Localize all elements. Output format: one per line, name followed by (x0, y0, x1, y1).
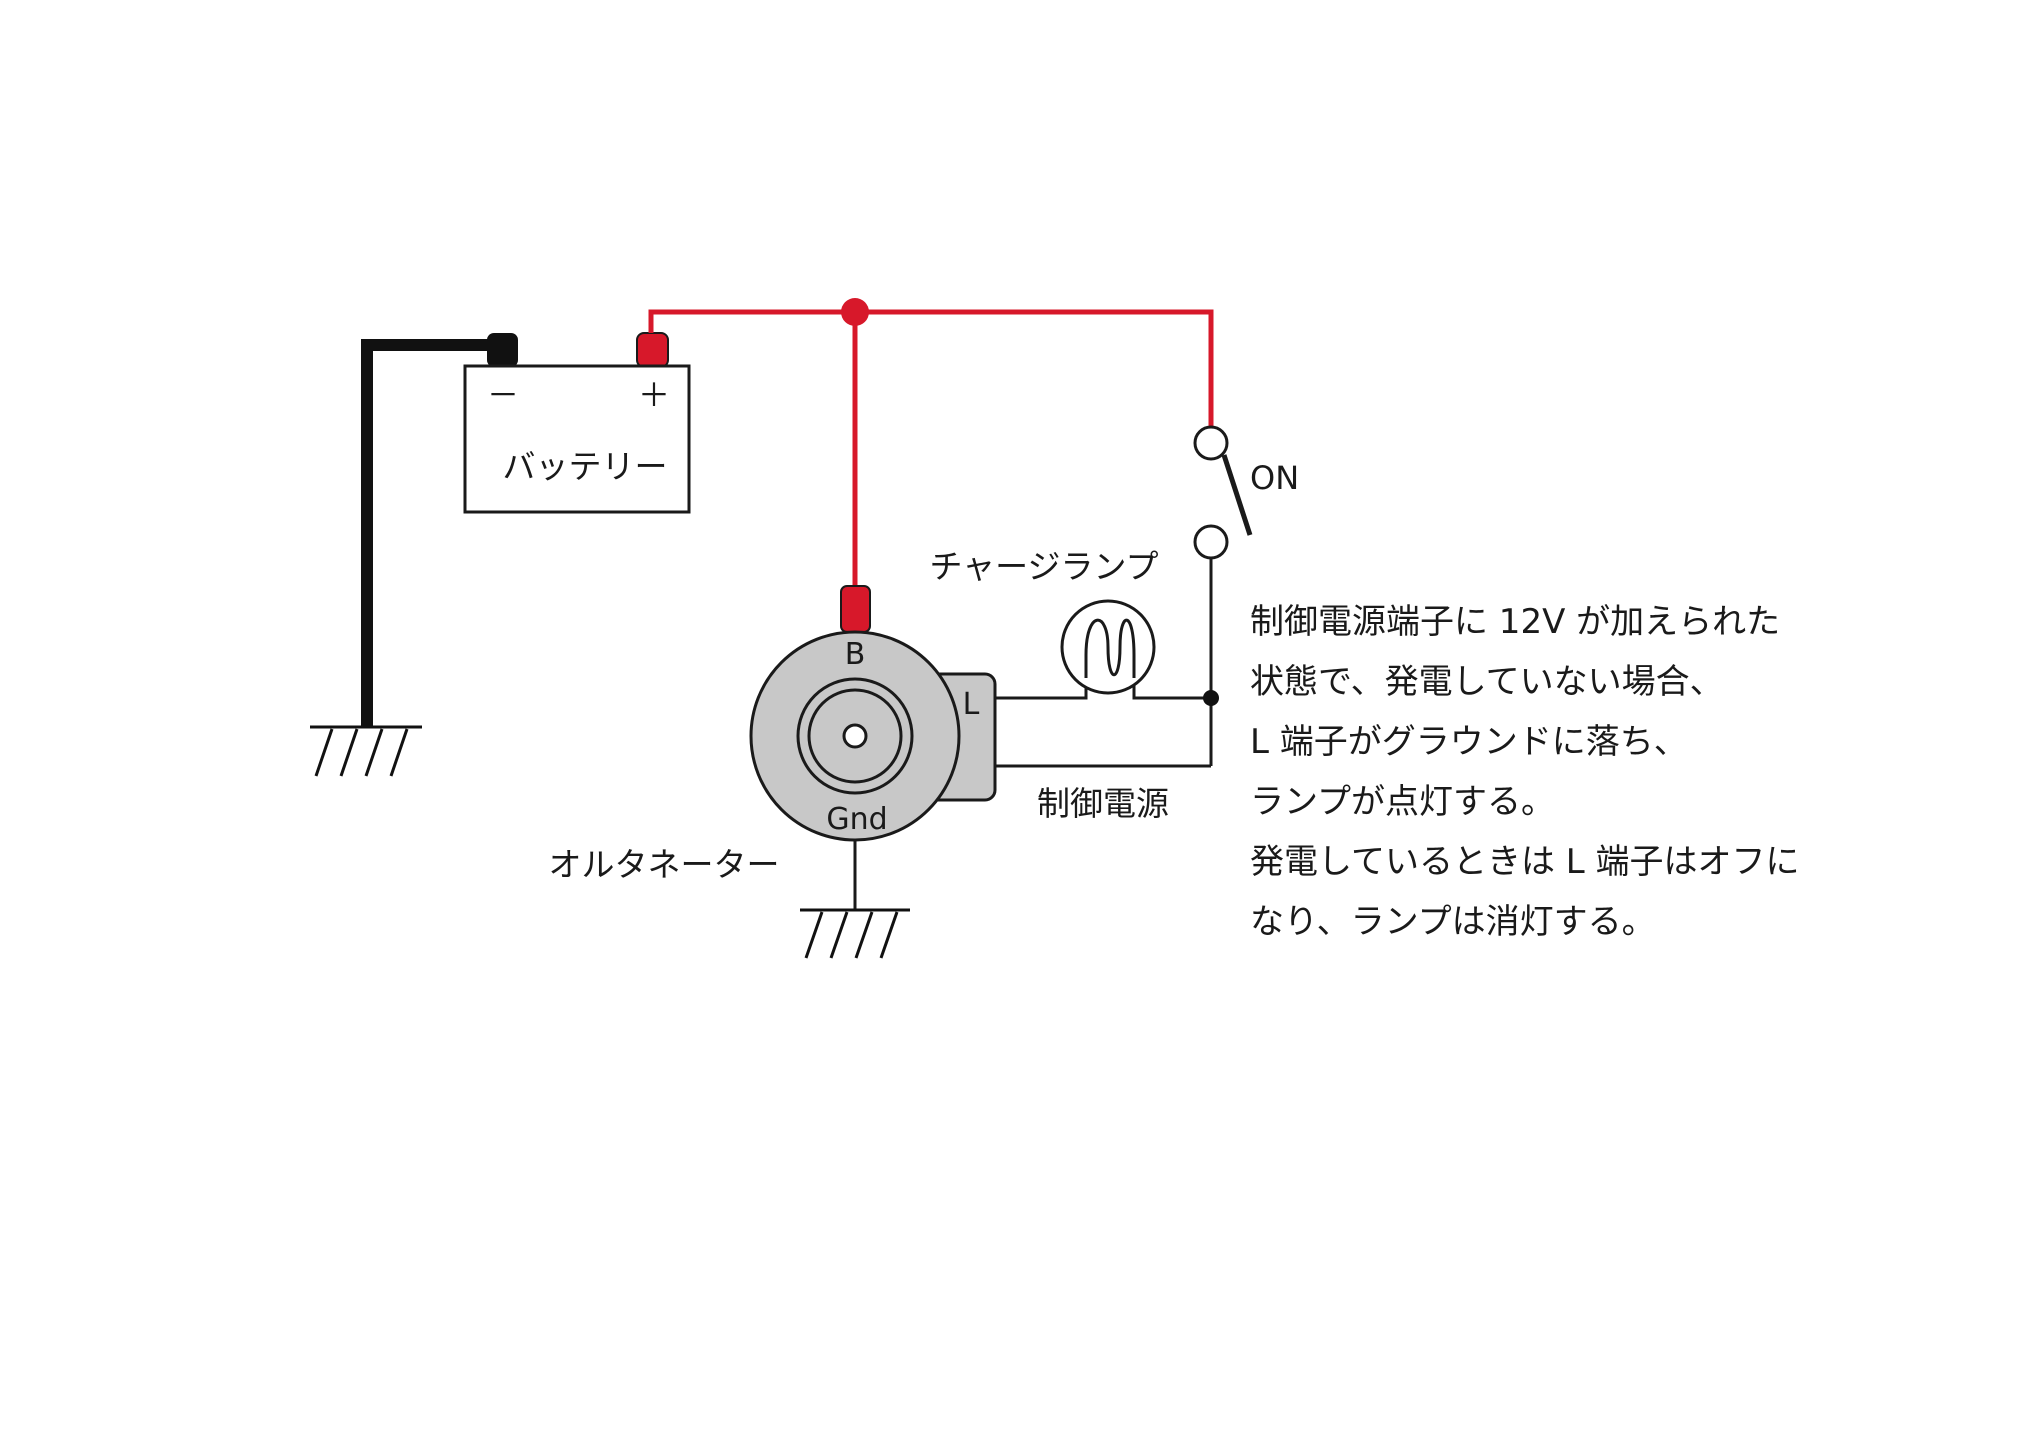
battery: － ＋ バッテリー (463, 332, 691, 514)
battery-minus-terminal (487, 333, 518, 367)
control-power-label: 制御電源 (1037, 784, 1169, 823)
description-text: 制御電源端子に 12V が加えられた 状態で、発電していない場合、 L 端子がグ… (1250, 592, 2010, 952)
charge-lamp-label: チャージランプ (929, 547, 1158, 586)
battery-plus-terminal (636, 332, 669, 368)
battery-plus-label: ＋ (638, 376, 670, 414)
description-line: 制御電源端子に 12V が加えられた (1250, 602, 1781, 642)
ground-wire (361, 339, 505, 727)
charge-lamp: チャージランプ (929, 547, 1159, 695)
alternator-l-label: L (963, 687, 980, 722)
alternator: B L Gnd オルタネーター (549, 585, 997, 884)
ground-symbol-icon (800, 908, 910, 959)
switch-contact-bottom (1193, 524, 1229, 560)
lamp-filament-icon (1084, 618, 1136, 678)
control-junction-dot (1203, 690, 1219, 706)
alternator-gnd-label: Gnd (826, 802, 887, 837)
description-line: 状態で、発電していない場合、 (1250, 662, 1724, 702)
alternator-inner-ring (807, 688, 903, 784)
switch-lever (1221, 454, 1253, 536)
description-line: 発電しているときは L 端子はオフに (1250, 842, 1800, 882)
description-line: なり、ランプは消灯する。 (1250, 902, 1656, 942)
switch-contact-top (1193, 425, 1229, 461)
positive-wire (648, 309, 1214, 590)
description-line: L 端子がグラウンドに落ち、 (1250, 722, 1688, 762)
battery-body (463, 364, 691, 514)
battery-label: バッテリー (503, 447, 668, 486)
alternator-shaft (842, 723, 868, 749)
ground-symbol-icon (310, 725, 422, 777)
ignition-switch: ON (1193, 425, 1299, 560)
junction-dot (841, 298, 869, 326)
description-line: ランプが点灯する。 (1250, 782, 1555, 822)
alternator-b-label: B (845, 637, 866, 672)
alternator-label: オルタネーター (549, 845, 780, 884)
alternator-b-terminal (840, 585, 871, 633)
alternator-outer-ring (796, 677, 914, 795)
battery-minus-label: － (487, 376, 519, 414)
switch-label: ON (1250, 459, 1299, 497)
